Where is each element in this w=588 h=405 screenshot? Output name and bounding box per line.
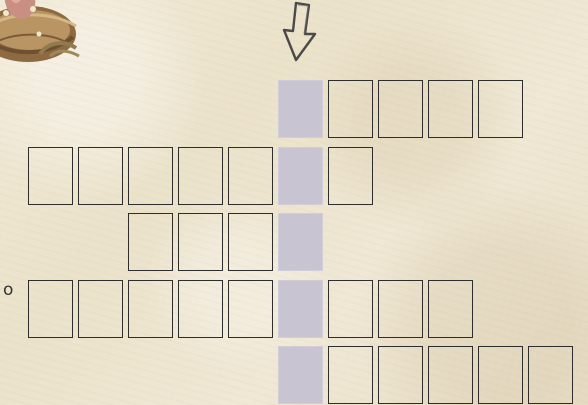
crossword-cell[interactable] xyxy=(328,80,373,138)
crossword-cell[interactable] xyxy=(428,346,473,404)
crossword-cell-key[interactable] xyxy=(278,80,323,138)
crossword-cell[interactable] xyxy=(228,147,273,205)
crossword-cell[interactable] xyxy=(328,346,373,404)
crossword-cell[interactable] xyxy=(228,213,273,271)
crossword-cell-key[interactable] xyxy=(278,147,323,205)
crossword-cell[interactable] xyxy=(128,213,173,271)
crossword-cell[interactable] xyxy=(478,346,523,404)
crossword-cell[interactable] xyxy=(328,147,373,205)
crossword-cell[interactable] xyxy=(28,147,73,205)
crossword-cell[interactable] xyxy=(178,213,223,271)
nest-with-egg-image xyxy=(0,0,96,70)
crossword-cell[interactable] xyxy=(428,280,473,338)
crossword-cell[interactable] xyxy=(478,80,523,138)
crossword-cell[interactable] xyxy=(28,280,73,338)
crossword-cell[interactable] xyxy=(328,280,373,338)
crossword-cell[interactable] xyxy=(78,280,123,338)
crossword-cell[interactable] xyxy=(378,346,423,404)
crossword-cell[interactable] xyxy=(428,80,473,138)
crossword-cell[interactable] xyxy=(378,280,423,338)
crossword-cell[interactable] xyxy=(128,280,173,338)
crossword-cell[interactable] xyxy=(228,280,273,338)
crossword-cell[interactable] xyxy=(178,147,223,205)
crossword-cell-key[interactable] xyxy=(278,280,323,338)
crossword-cell[interactable] xyxy=(378,80,423,138)
crossword-cell[interactable] xyxy=(178,280,223,338)
crossword-cell-key[interactable] xyxy=(278,213,323,271)
crossword-cell[interactable] xyxy=(128,147,173,205)
clue-number: o xyxy=(3,282,13,299)
down-arrow-icon xyxy=(279,0,325,70)
crossword-cell-key[interactable] xyxy=(278,346,323,404)
crossword-cell[interactable] xyxy=(78,147,123,205)
crossword-cell[interactable] xyxy=(528,346,573,404)
